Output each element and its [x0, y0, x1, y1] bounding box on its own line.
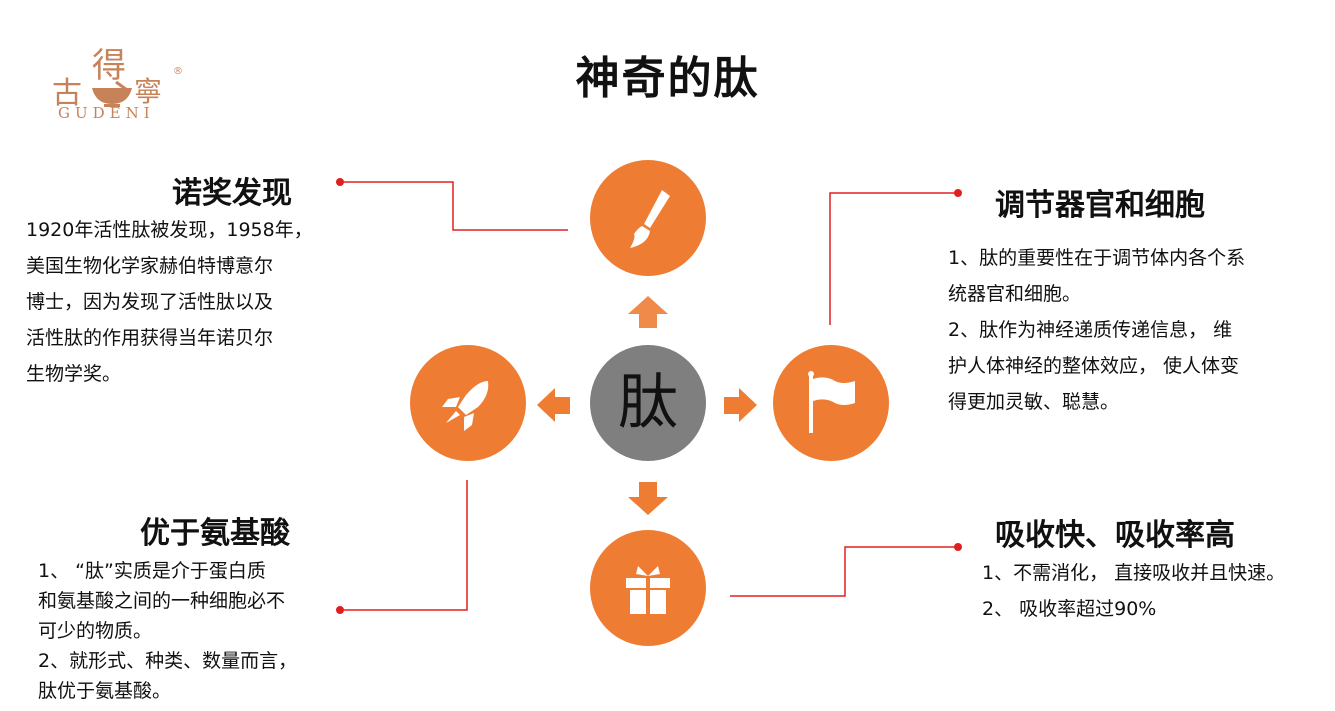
text-nobel-discovery: 1920年活性肽被发现，1958年， 美国生物化学家赫伯特博意尔 博士，因为发现… [26, 212, 326, 392]
text-line: 1、 “肽”实质是介于蛋白质 [38, 560, 266, 582]
logo-latin: GUDENI [58, 104, 155, 122]
page-title: 神奇的肽 [575, 53, 760, 104]
text-line: 和氨基酸之间的一种细胞必不 [38, 590, 286, 612]
heading-nobel-discovery: 诺奖发现 [172, 176, 292, 211]
connector-dot-bottom-left [336, 606, 344, 614]
connector-dot-top-left [336, 178, 344, 186]
text-line: 博士，因为发现了活性肽以及 [26, 291, 274, 313]
connector-top-left [340, 181, 568, 231]
text-line: 1、不需消化， 直接吸收并且快速。 [982, 562, 1286, 584]
logo-registered: ® [173, 66, 183, 77]
arrow-right [724, 388, 757, 422]
heading-better-than-amino: 优于氨基酸 [140, 516, 290, 551]
arrow-up [628, 296, 668, 328]
connector-top-right [829, 192, 958, 325]
text-line: 2、肽作为神经递质传递信息， 维 [948, 319, 1233, 341]
text-line: 2、就形式、种类、数量而言， [38, 650, 298, 672]
text-line: 护人体神经的整体效应， 使人体变 [948, 355, 1240, 377]
connector-bottom-right [730, 546, 958, 597]
logo-char-left: 古 [52, 76, 82, 111]
rocket-icon [442, 381, 489, 431]
text-line: 统器官和细胞。 [948, 283, 1082, 305]
circle-right [773, 345, 889, 461]
heading-fast-absorption: 吸收快、吸收率高 [995, 518, 1235, 553]
text-line: 可少的物质。 [38, 620, 153, 642]
text-line: 得更加灵敏、聪慧。 [948, 391, 1120, 413]
logo-char-top: 得 [92, 46, 126, 86]
circle-left [410, 345, 526, 461]
circle-top [590, 160, 706, 276]
arrow-down [628, 482, 668, 515]
center-circle-peptide: 肽 [590, 345, 706, 461]
text-line: 1、肽的重要性在于调节体内各个系 [948, 247, 1246, 269]
logo-char-right: 寧 [134, 75, 163, 108]
text-line: 1920年活性肽被发现，1958年， [26, 219, 313, 241]
connector-bottom-left [340, 480, 468, 611]
text-line: 活性肽的作用获得当年诺贝尔 [26, 327, 274, 349]
mortar-icon [92, 80, 132, 107]
arrow-left [537, 388, 570, 422]
connector-dot-bottom-right [954, 543, 962, 551]
text-line: 肽优于氨基酸。 [38, 680, 172, 702]
text-fast-absorption: 1、不需消化， 直接吸收并且快速。 2、 吸收率超过90% [982, 555, 1322, 627]
text-line: 生物学奖。 [26, 363, 122, 385]
text-line: 美国生物化学家赫伯特博意尔 [26, 255, 274, 277]
connector-dot-top-right [954, 189, 962, 197]
heading-regulate-organs: 调节器官和细胞 [995, 188, 1205, 223]
text-line: 2、 吸收率超过90% [982, 598, 1157, 620]
flag-icon [808, 371, 855, 433]
circle-bottom [590, 530, 706, 646]
gift-icon [626, 566, 670, 614]
text-better-than-amino: 1、 “肽”实质是介于蛋白质 和氨基酸之间的一种细胞必不 可少的物质。 2、就形… [38, 556, 338, 706]
paintbrush-icon [630, 190, 670, 248]
text-regulate-organs: 1、肽的重要性在于调节体内各个系 统器官和细胞。 2、肽作为神经递质传递信息， … [948, 240, 1298, 420]
